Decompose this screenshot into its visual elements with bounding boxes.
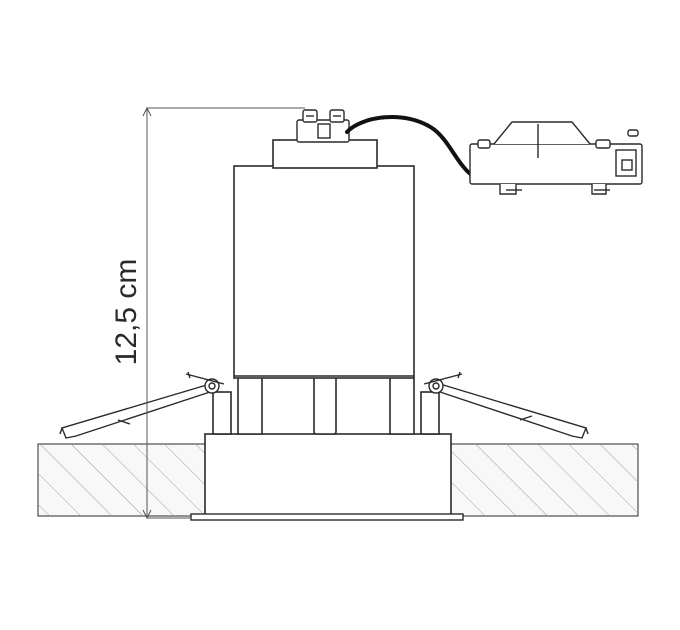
terminal-block bbox=[296, 109, 350, 143]
lamp-trim bbox=[190, 433, 464, 521]
driver-box-icon bbox=[469, 121, 643, 195]
lamp-body bbox=[233, 165, 415, 379]
power-cable bbox=[345, 115, 478, 180]
lamp-cap bbox=[272, 139, 378, 169]
height-dimension-label: 12,5 cm bbox=[110, 259, 143, 366]
spring-clip-left bbox=[59, 371, 225, 439]
clip-posts bbox=[212, 375, 440, 435]
spring-clip-right bbox=[423, 371, 589, 439]
dimension-line bbox=[142, 106, 305, 520]
